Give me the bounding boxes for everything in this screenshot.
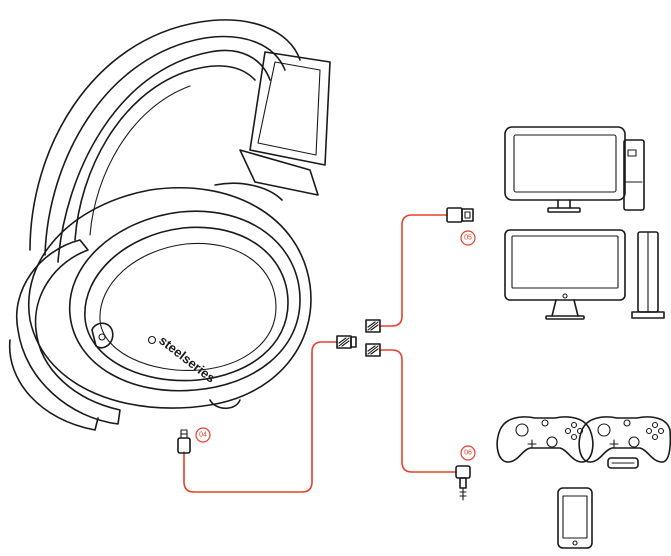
brand-logo-icon: [147, 335, 157, 345]
badge-05-label: 05: [464, 235, 472, 242]
cable-headset: [183, 341, 338, 493]
gamepad-left-icon: [496, 416, 594, 463]
gamepad-right-icon: [578, 416, 671, 469]
usb-plug-icon: [446, 207, 474, 223]
headset-illustration: steelseries: [8, 19, 331, 431]
headset-plug-icon: [177, 429, 191, 454]
splitter-aux-connector-icon: [365, 343, 381, 357]
pc-tower-icon: [504, 126, 645, 213]
connectors: [177, 207, 474, 501]
cable-usb: [379, 214, 448, 327]
badge-06-label: 06: [464, 450, 472, 457]
aux-plug-icon: [455, 465, 471, 501]
cables: [183, 214, 457, 493]
imac-icon: [504, 229, 626, 320]
splitter-input-connector-icon: [336, 335, 357, 349]
badge-04-label: 04: [199, 432, 207, 439]
brand-logo-text: steelseries: [156, 333, 218, 386]
badge-06: 06: [460, 445, 476, 461]
smartphone-icon: [557, 487, 593, 549]
badge-05: 05: [460, 230, 476, 246]
badge-04: 04: [195, 427, 211, 443]
splitter-usb-connector-icon: [365, 319, 381, 333]
console-icon: [631, 231, 665, 319]
cable-aux: [379, 349, 457, 473]
